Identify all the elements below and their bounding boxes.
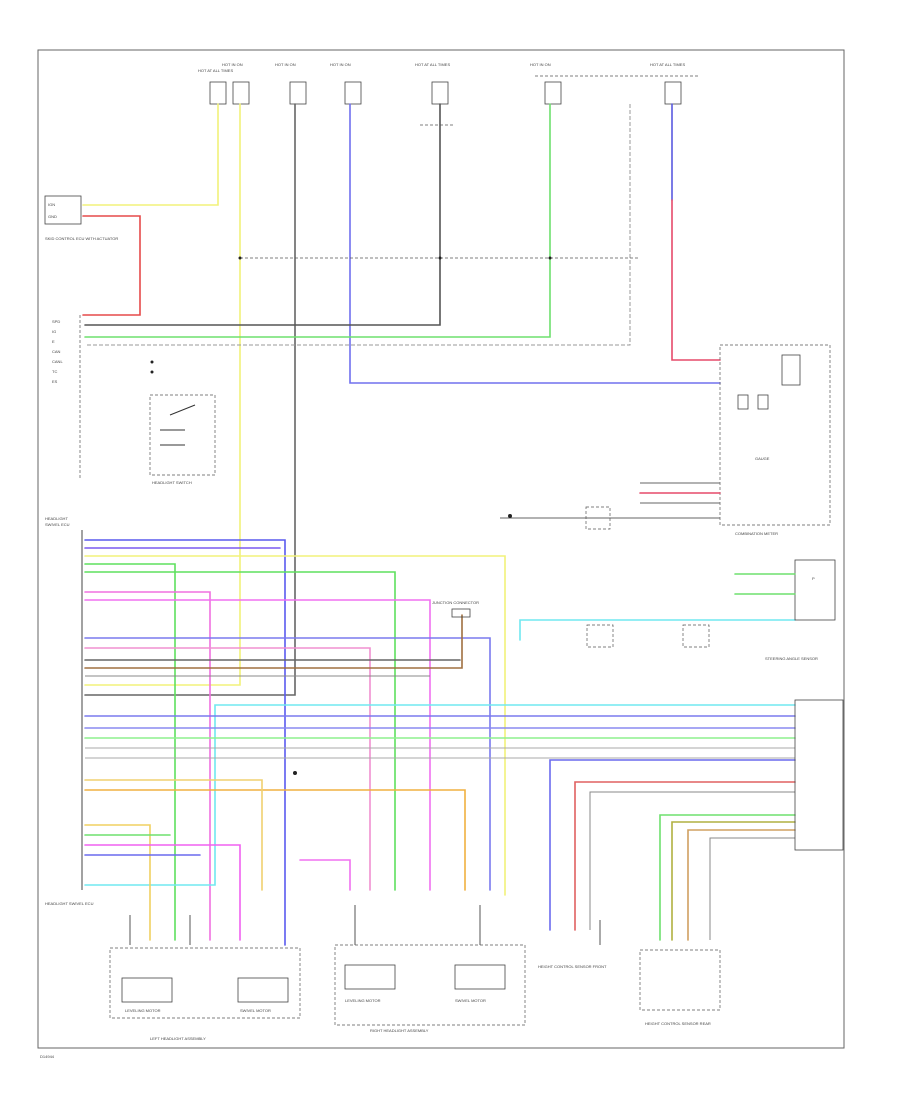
wire-pink-5 — [299, 859, 351, 891]
swivel-right-label: SWIVEL MOTOR — [455, 998, 486, 1003]
svg-text:CANL: CANL — [52, 359, 63, 364]
skid-control-module: IGN GND SKID CONTROL ECU WITH ACTUATOR — [44, 195, 118, 241]
wire-tan-1 — [687, 829, 796, 941]
wire-yellow-5 — [84, 824, 151, 941]
wire-blue-4 — [84, 637, 491, 891]
rear-height-sensor-label: HEIGHT CONTROL SENSOR REAR — [645, 1021, 711, 1026]
wire-green-5 — [659, 814, 796, 941]
wire-gray-1 — [84, 103, 296, 696]
wire-green-3 — [84, 571, 396, 891]
front-height-sensor-label: HEIGHT CONTROL SENSOR FRONT — [538, 964, 607, 969]
wire-pink-3 — [84, 647, 371, 891]
leveling-left-label: LEVELING MOTOR — [125, 1008, 161, 1013]
wire-red-1 — [82, 215, 141, 316]
svg-text:IG: IG — [52, 329, 56, 334]
svg-text:GND: GND — [48, 214, 57, 219]
swivel-left-label: SWIVEL MOTOR — [240, 1008, 271, 1013]
wire-yellow-2 — [84, 103, 241, 686]
front-height-sensor: HEIGHT CONTROL SENSOR FRONT — [538, 964, 607, 969]
left-headlight-label: LEFT HEADLIGHT ASSEMBLY — [150, 1036, 206, 1041]
fuse-label-1: HOT AT ALL TIMES — [198, 68, 233, 73]
wire-green-1 — [84, 103, 551, 338]
left-upper-connector: SPD IG E CAN CANL TC ES — [52, 315, 81, 480]
right-headlight-label: RIGHT HEADLIGHT ASSEMBLY — [370, 1028, 429, 1033]
wire-gray-9 — [709, 837, 795, 940]
bottom-connector-stubs — [129, 905, 601, 945]
svg-text:ES: ES — [52, 379, 58, 384]
fuse-labels: HOT AT ALL TIMES HOT IN ON HOT IN ON HOT… — [198, 62, 685, 73]
svg-text:SPD: SPD — [52, 319, 60, 324]
fuse-label-7: HOT AT ALL TIMES — [650, 62, 685, 67]
wire-pink-4 — [84, 844, 241, 941]
wire-brown-1 — [84, 614, 463, 669]
wire-red-2 — [671, 199, 721, 361]
wire-pink-2 — [84, 599, 431, 891]
right-connector: P STEERING ANGLE SENSOR — [734, 559, 844, 851]
fuse-label-6: HOT IN ON — [530, 62, 551, 67]
wire-gray-8 — [589, 791, 795, 930]
wire-yellow-3 — [84, 555, 506, 896]
svg-text:IGN: IGN — [48, 202, 55, 207]
wire-blue-1 — [349, 103, 721, 384]
wire-yellow-1 — [82, 103, 219, 206]
fuse-label-2: HOT IN ON — [222, 62, 243, 67]
footer-code: D14944 — [40, 1054, 55, 1059]
svg-text:TC: TC — [52, 369, 57, 374]
fuse-boxes — [209, 75, 700, 126]
wire-olive-1 — [671, 821, 796, 941]
wire-yellow-4 — [84, 779, 263, 891]
gauge-label: GAUGE — [755, 456, 770, 461]
junction-connector-label: JUNCTION CONNECTOR — [432, 600, 479, 605]
headlight-switch-label: HEADLIGHT SWITCH — [152, 480, 192, 485]
wire-blue-3 — [84, 539, 286, 946]
combination-meter: GAUGE COMBINATION METER — [719, 344, 831, 536]
svg-text:P: P — [812, 576, 815, 581]
combination-meter-label: COMBINATION METER — [735, 531, 778, 536]
wire-gray-2 — [84, 103, 441, 326]
svg-text:HEADLIGHT: HEADLIGHT — [45, 516, 68, 521]
rear-height-sensor: HEIGHT CONTROL SENSOR REAR — [639, 949, 721, 1026]
skid-control-label: SKID CONTROL ECU WITH ACTUATOR — [45, 236, 118, 241]
svg-text:E: E — [52, 339, 55, 344]
svg-text:CAN: CAN — [52, 349, 61, 354]
wire-blue-7 — [549, 759, 796, 931]
diagram-frame — [37, 49, 845, 1049]
leveling-right-label: LEVELING MOTOR — [345, 998, 381, 1003]
svg-text:SWIVEL ECU: SWIVEL ECU — [45, 522, 70, 527]
wire-lightblue-1 — [519, 619, 796, 641]
fuse-label-5: HOT AT ALL TIMES — [415, 62, 450, 67]
wire-red-3 — [574, 781, 796, 931]
wire-gray-3 — [85, 104, 631, 346]
steering-sensor-label: STEERING ANGLE SENSOR — [765, 656, 818, 661]
fuse-label-3: HOT IN ON — [275, 62, 296, 67]
left-headlight-assembly: LEVELING MOTOR SWIVEL MOTOR LEFT HEADLIG… — [109, 947, 301, 1041]
right-headlight-assembly: LEVELING MOTOR SWIVEL MOTOR RIGHT HEADLI… — [334, 944, 526, 1033]
headlight-ecu-connector: HEADLIGHT SWIVEL ECU HEADLIGHT SWIVEL EC… — [45, 516, 94, 906]
junction-connector: JUNCTION CONNECTOR — [432, 600, 479, 618]
headlight-switch: HEADLIGHT SWITCH — [149, 394, 216, 485]
wire-green-2 — [84, 563, 176, 941]
fuse-label-4: HOT IN ON — [330, 62, 351, 67]
headlight-ecu-label: HEADLIGHT SWIVEL ECU — [45, 901, 94, 906]
wire-orange-1 — [84, 789, 466, 891]
wire-pink-1 — [84, 591, 211, 941]
